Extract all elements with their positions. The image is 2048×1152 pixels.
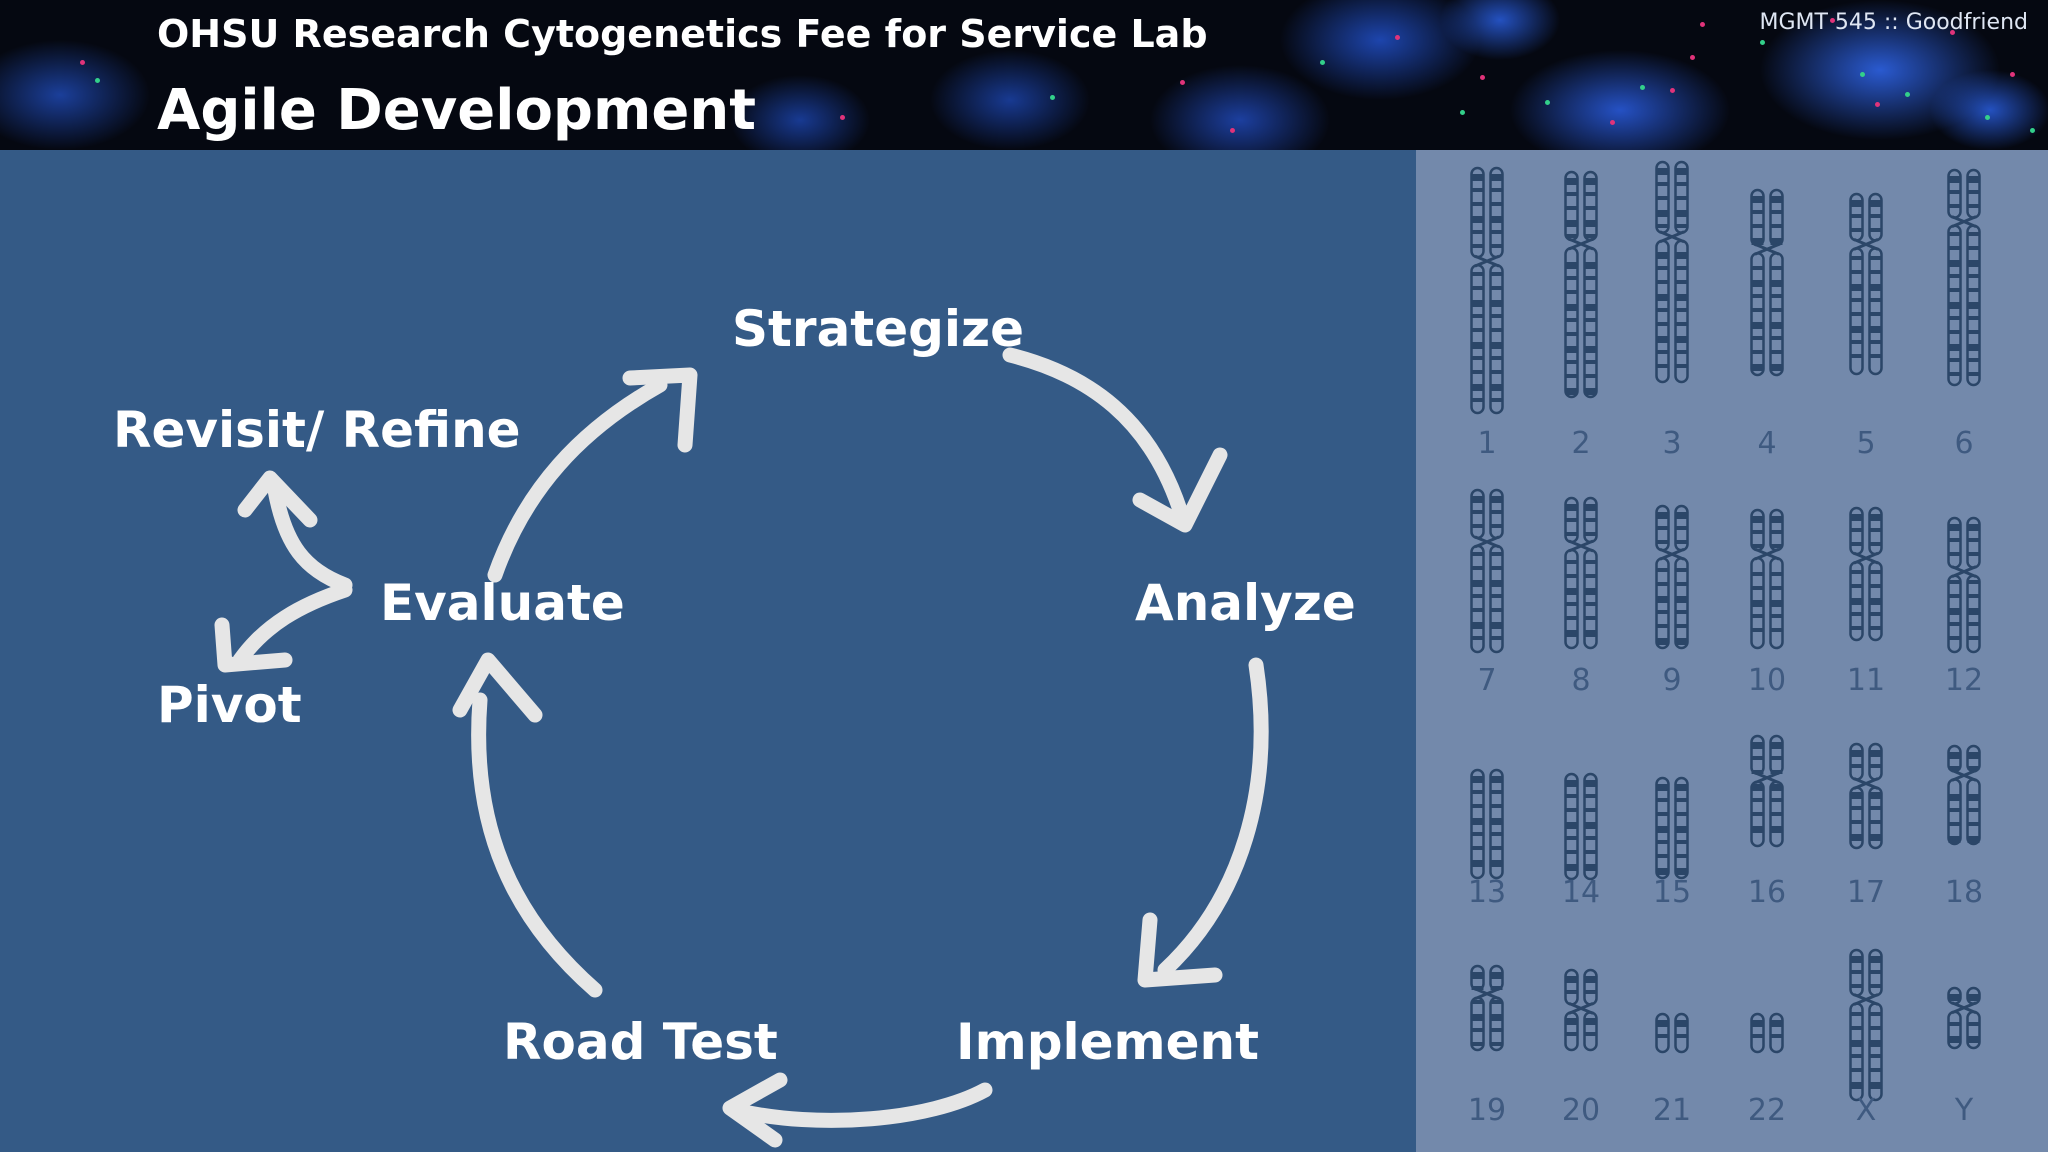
stage-strategize: Strategize (732, 300, 1025, 358)
chromosome-14 (1564, 772, 1598, 881)
chromosome-9 (1655, 504, 1689, 650)
chromosome-label-19: 19 (1468, 1093, 1506, 1128)
fluorescence-spot (1460, 110, 1465, 115)
chromosome-6 (1947, 168, 1981, 387)
chromosome-label-8: 8 (1571, 663, 1590, 698)
chromosome-label-22: 22 (1748, 1093, 1786, 1128)
chromosome-7 (1470, 488, 1504, 654)
fluorescence-spot (1690, 55, 1695, 60)
fluorescence-spot (2030, 128, 2035, 133)
branch-revisit-refine: Revisit/ Refine (113, 401, 521, 459)
fluorescence-spot (1320, 60, 1325, 65)
fluorescence-spot (1050, 95, 1055, 100)
fluorescence-spot (1545, 100, 1550, 105)
fluorescence-spot (1230, 128, 1235, 133)
chromosome-label-4: 4 (1757, 426, 1776, 461)
stage-analyze: Analyze (1135, 574, 1356, 632)
stage-implement: Implement (956, 1013, 1260, 1071)
agile-cycle-diagram (214, 347, 1269, 1148)
chromosome-3 (1655, 160, 1689, 384)
fluorescence-spot (1670, 88, 1675, 93)
chromosome-5 (1849, 192, 1883, 376)
fluorescence-spot (1950, 30, 1955, 35)
arrow-evaluate-to-pivot (214, 582, 353, 673)
chromosome-label-20: 20 (1562, 1093, 1600, 1128)
arrow-strategize-to-analyze (1002, 347, 1228, 533)
chromosome-2 (1564, 170, 1598, 399)
chromosome-16 (1750, 734, 1784, 848)
chromosome-label-10: 10 (1748, 663, 1786, 698)
chromosome-19 (1470, 964, 1504, 1052)
chromosome-label-Y: Y (1954, 1093, 1974, 1128)
chromosome-20 (1564, 968, 1598, 1052)
course-label: MGMT 545 :: Goodfriend (1759, 10, 2028, 35)
fluorescence-spot (840, 115, 845, 120)
fluorescence-spot (2010, 72, 2015, 77)
arrow-implement-to-road-test (722, 1072, 993, 1148)
chromosome-22 (1750, 1012, 1784, 1054)
chromosome-label-16: 16 (1748, 875, 1786, 910)
fluorescence-spot (1875, 102, 1880, 107)
chromosome-label-5: 5 (1856, 426, 1875, 461)
chromosome-label-X: X (1856, 1093, 1877, 1128)
chromosome-15 (1655, 776, 1689, 880)
chromosome-label-13: 13 (1468, 875, 1506, 910)
stage-road-test: Road Test (503, 1013, 778, 1071)
slide-title: Agile Development (157, 78, 756, 143)
fluorescence-spot (1830, 18, 1835, 23)
chromosome-17 (1849, 742, 1883, 850)
chromosome-4 (1750, 188, 1784, 377)
chromosome-label-2: 2 (1571, 426, 1590, 461)
chromosome-21 (1655, 1012, 1689, 1054)
chromosome-label-1: 1 (1477, 426, 1496, 461)
chromosome-X (1849, 948, 1883, 1102)
chromosome-label-17: 17 (1847, 875, 1885, 910)
chromosome-label-7: 7 (1477, 663, 1496, 698)
fluorescence-spot (1180, 80, 1185, 85)
chromosome-18 (1947, 744, 1981, 846)
fluorescence-spot (1395, 35, 1400, 40)
chromosome-label-11: 11 (1847, 663, 1885, 698)
chromosome-8 (1564, 496, 1598, 650)
arrow-evaluate-to-strategize (487, 367, 698, 583)
stage-evaluate: Evaluate (380, 574, 625, 632)
fluorescence-spot (1985, 115, 1990, 120)
chromosome-label-18: 18 (1945, 875, 1983, 910)
fluorescence-spot (95, 78, 100, 83)
fluorescence-spot (1905, 92, 1910, 97)
chromosome-11 (1849, 506, 1883, 642)
organization-title: OHSU Research Cytogenetics Fee for Servi… (157, 12, 1208, 56)
chromosome-label-12: 12 (1945, 663, 1983, 698)
branch-pivot: Pivot (157, 676, 302, 734)
chromosome-12 (1947, 516, 1981, 654)
fluorescence-spot (1860, 72, 1865, 77)
fluorescence-spot (1640, 85, 1645, 90)
fluorescence-spot (1610, 120, 1615, 125)
chromosome-Y (1947, 986, 1981, 1050)
fluorescence-spot (1480, 75, 1485, 80)
fluorescence-spot (80, 60, 85, 65)
chromosome-label-21: 21 (1653, 1093, 1691, 1128)
chromosome-1 (1470, 166, 1504, 415)
chromosome-13 (1470, 768, 1504, 880)
chromosome-label-9: 9 (1662, 663, 1681, 698)
fluorescence-spot (1760, 40, 1765, 45)
chromosome-label-3: 3 (1662, 426, 1681, 461)
arrow-evaluate-to-revisit (237, 470, 353, 593)
chromosome-label-15: 15 (1653, 875, 1691, 910)
fluorescence-spot (1700, 22, 1705, 27)
chromosome-10 (1750, 508, 1784, 650)
chromosome-label-6: 6 (1954, 426, 1973, 461)
header-banner: OHSU Research Cytogenetics Fee for Servi… (0, 0, 2048, 150)
arrow-road-test-to-evaluate (452, 652, 603, 998)
arrow-analyze-to-implement (1137, 657, 1269, 988)
chromosome-label-14: 14 (1562, 875, 1600, 910)
